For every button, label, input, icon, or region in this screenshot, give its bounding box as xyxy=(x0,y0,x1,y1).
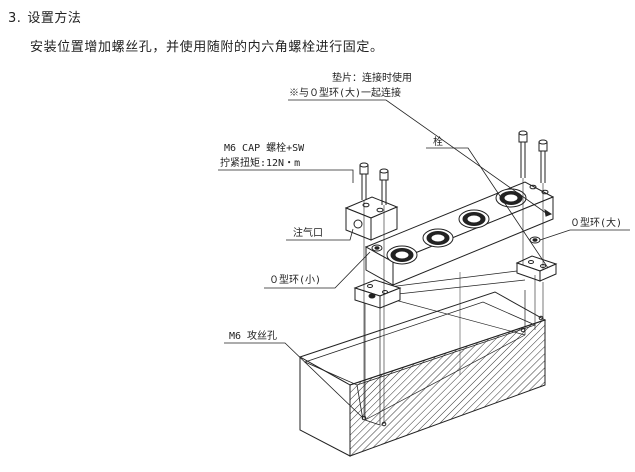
oring-large xyxy=(529,236,541,244)
tap-hole-marker xyxy=(361,415,367,421)
section-heading: 3. 设置方法 xyxy=(8,7,81,26)
bolt-inlet-2 xyxy=(379,168,389,205)
inner-frame xyxy=(364,269,526,426)
tap-hole-label: M6 攻丝孔 xyxy=(229,329,277,342)
base-block xyxy=(298,291,547,457)
cap-bolt-label-2: 拧紧扭矩:12N・m xyxy=(220,156,300,169)
port-2 xyxy=(422,228,454,248)
instruction-text: 安装位置增加螺丝孔，并使用随附的内六角螺栓进行固定。 xyxy=(30,40,384,55)
gasket-label-1: 垫片：连接时使用 xyxy=(332,71,412,84)
left-support-block xyxy=(353,279,402,309)
inlet-label: 注气口 xyxy=(293,226,323,239)
section-number: 3. xyxy=(8,11,22,26)
pin-label: 栓 xyxy=(433,135,443,148)
oring-small xyxy=(371,244,383,252)
bolt-inlet-1 xyxy=(359,162,369,200)
assembly-axes xyxy=(363,178,544,424)
port-1 xyxy=(386,245,418,265)
leader-lines xyxy=(218,99,630,418)
oring-small-label: ０型环(小) xyxy=(269,273,321,286)
cap-bolt-label-1: M6 CAP 螺栓+SW xyxy=(224,141,305,154)
port-3 xyxy=(458,209,490,229)
port-4 xyxy=(495,188,527,208)
bolt-right-2 xyxy=(538,139,548,183)
section-title: 设置方法 xyxy=(27,11,82,26)
right-support-block xyxy=(515,255,558,282)
inlet-block xyxy=(344,196,399,241)
gasket-label-2: ※与０型环(大)一起连接 xyxy=(289,86,401,99)
bolt-right-1 xyxy=(518,130,528,178)
oring-large-label: ０型环(大) xyxy=(570,216,622,229)
